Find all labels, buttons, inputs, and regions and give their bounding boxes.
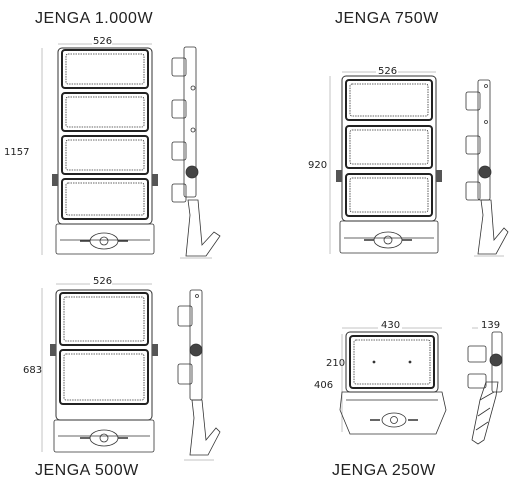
dim-250-width: 430 <box>381 320 401 331</box>
jenga-250w-side-view <box>467 327 503 445</box>
title-jenga-1000w: JENGA 1.000W <box>35 10 154 27</box>
dim-1000-width: 526 <box>93 36 113 47</box>
jenga-500w-side-view <box>177 289 221 461</box>
jenga-500w-front-view <box>41 283 158 453</box>
jenga-250w-front-view <box>339 327 447 435</box>
title-jenga-500w: JENGA 500W <box>35 462 139 479</box>
dim-750-width: 526 <box>378 66 398 77</box>
dim-500-width: 526 <box>93 276 113 287</box>
jenga-750w-side-view <box>465 79 509 257</box>
dim-500-height: 683 <box>23 365 43 376</box>
jenga-1000w-side-view <box>171 46 221 259</box>
jenga-750w-front-view <box>329 71 442 254</box>
dim-1000-height: 1157 <box>4 147 30 158</box>
title-jenga-250w: JENGA 250W <box>332 462 436 479</box>
title-jenga-750w: JENGA 750W <box>335 10 439 27</box>
dim-250-height: 406 <box>314 380 334 391</box>
dim-750-height: 920 <box>308 160 328 171</box>
jenga-1000w-front-view <box>41 43 158 255</box>
dim-250-panel: 210 <box>326 358 346 369</box>
dim-250-side: 139 <box>481 320 501 331</box>
